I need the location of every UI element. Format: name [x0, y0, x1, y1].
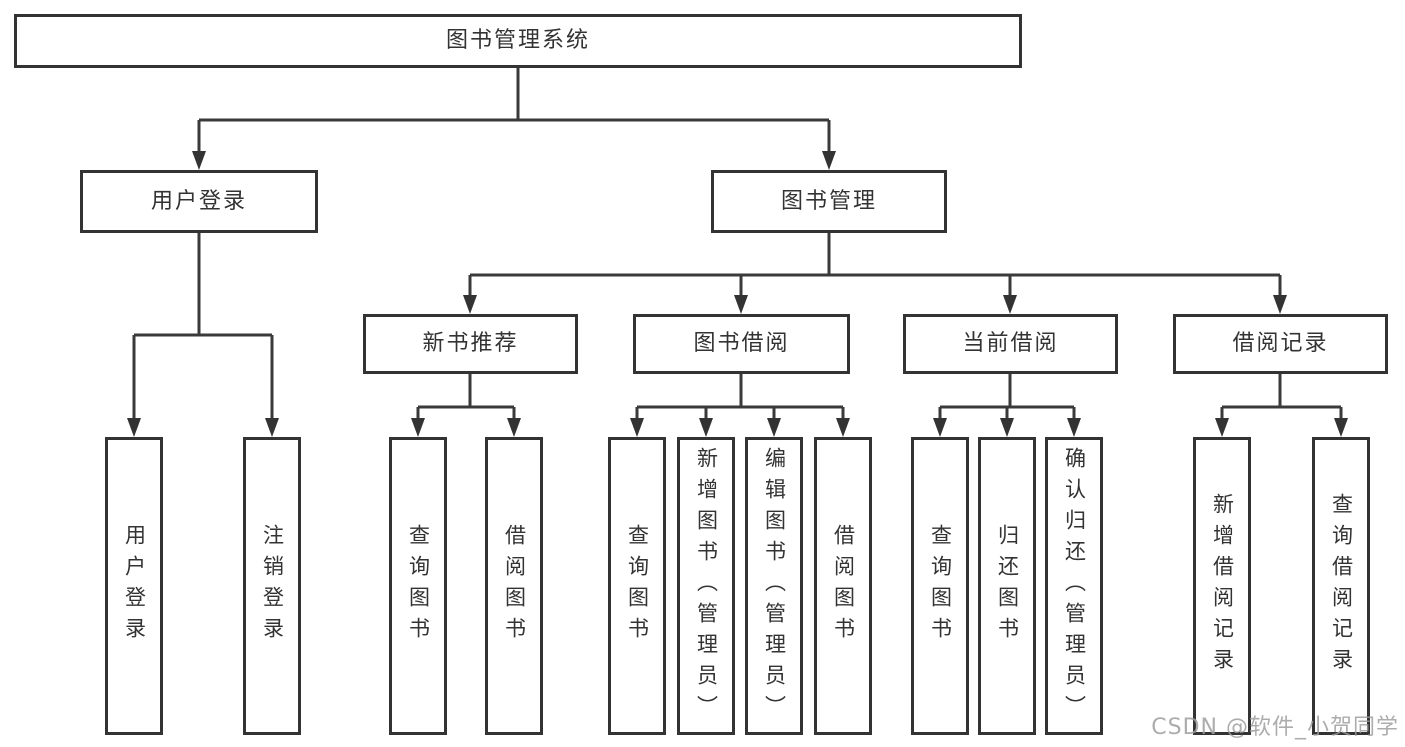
leaf-add-borrow-record: 新增借阅记录: [1193, 437, 1251, 735]
node-label: 新增图书（管理员）: [694, 446, 719, 726]
node-label: 图书管理: [780, 188, 877, 214]
node-label: 查询借阅记录: [1329, 493, 1354, 679]
node-label: 新增借阅记录: [1210, 493, 1235, 679]
node-label: 查询图书: [625, 524, 650, 648]
leaf-borrow-books-recommend: 借阅图书: [485, 437, 543, 735]
leaf-query-books-recommend: 查询图书: [389, 437, 447, 735]
leaf-user-login: 用户登录: [105, 437, 163, 735]
node-new-book-recommendation: 新书推荐: [363, 314, 578, 374]
node-label: 用户登录: [150, 188, 247, 214]
leaf-return-books: 归还图书: [978, 437, 1036, 735]
leaf-borrow-books: 借阅图书: [814, 437, 872, 735]
node-label: 查询图书: [928, 524, 953, 648]
node-label: 图书管理系统: [445, 28, 590, 53]
node-label: 图书借阅: [693, 331, 790, 356]
arrowheads: [127, 151, 1348, 437]
leaf-confirm-return-admin: 确认归还（管理员）: [1045, 437, 1103, 735]
node-root-system: 图书管理系统: [14, 14, 1022, 68]
node-label: 编辑图书（管理员）: [762, 446, 787, 726]
node-borrowing-records: 借阅记录: [1173, 314, 1388, 374]
node-label: 借阅图书: [502, 524, 527, 648]
node-label: 借阅记录: [1232, 331, 1329, 356]
node-label: 借阅图书: [831, 524, 856, 648]
leaf-query-borrow-record: 查询借阅记录: [1312, 437, 1370, 735]
leaf-add-books-admin: 新增图书（管理员）: [677, 437, 735, 735]
node-user-login: 用户登录: [80, 170, 318, 233]
leaf-edit-books-admin: 编辑图书（管理员）: [745, 437, 803, 735]
node-label: 用户登录: [122, 524, 147, 648]
node-book-management: 图书管理: [711, 170, 947, 233]
node-current-borrowing: 当前借阅: [903, 314, 1118, 374]
node-label: 新书推荐: [422, 331, 519, 356]
leaf-query-books-borrow: 查询图书: [608, 437, 666, 735]
leaf-query-books-current: 查询图书: [911, 437, 969, 735]
node-book-borrowing: 图书借阅: [633, 314, 850, 374]
node-label: 当前借阅: [962, 331, 1059, 356]
node-label: 查询图书: [406, 524, 431, 648]
node-label: 注销登录: [260, 524, 285, 648]
leaf-logout: 注销登录: [243, 437, 301, 735]
node-label: 确认归还（管理员）: [1062, 446, 1087, 726]
node-label: 归还图书: [995, 524, 1020, 648]
